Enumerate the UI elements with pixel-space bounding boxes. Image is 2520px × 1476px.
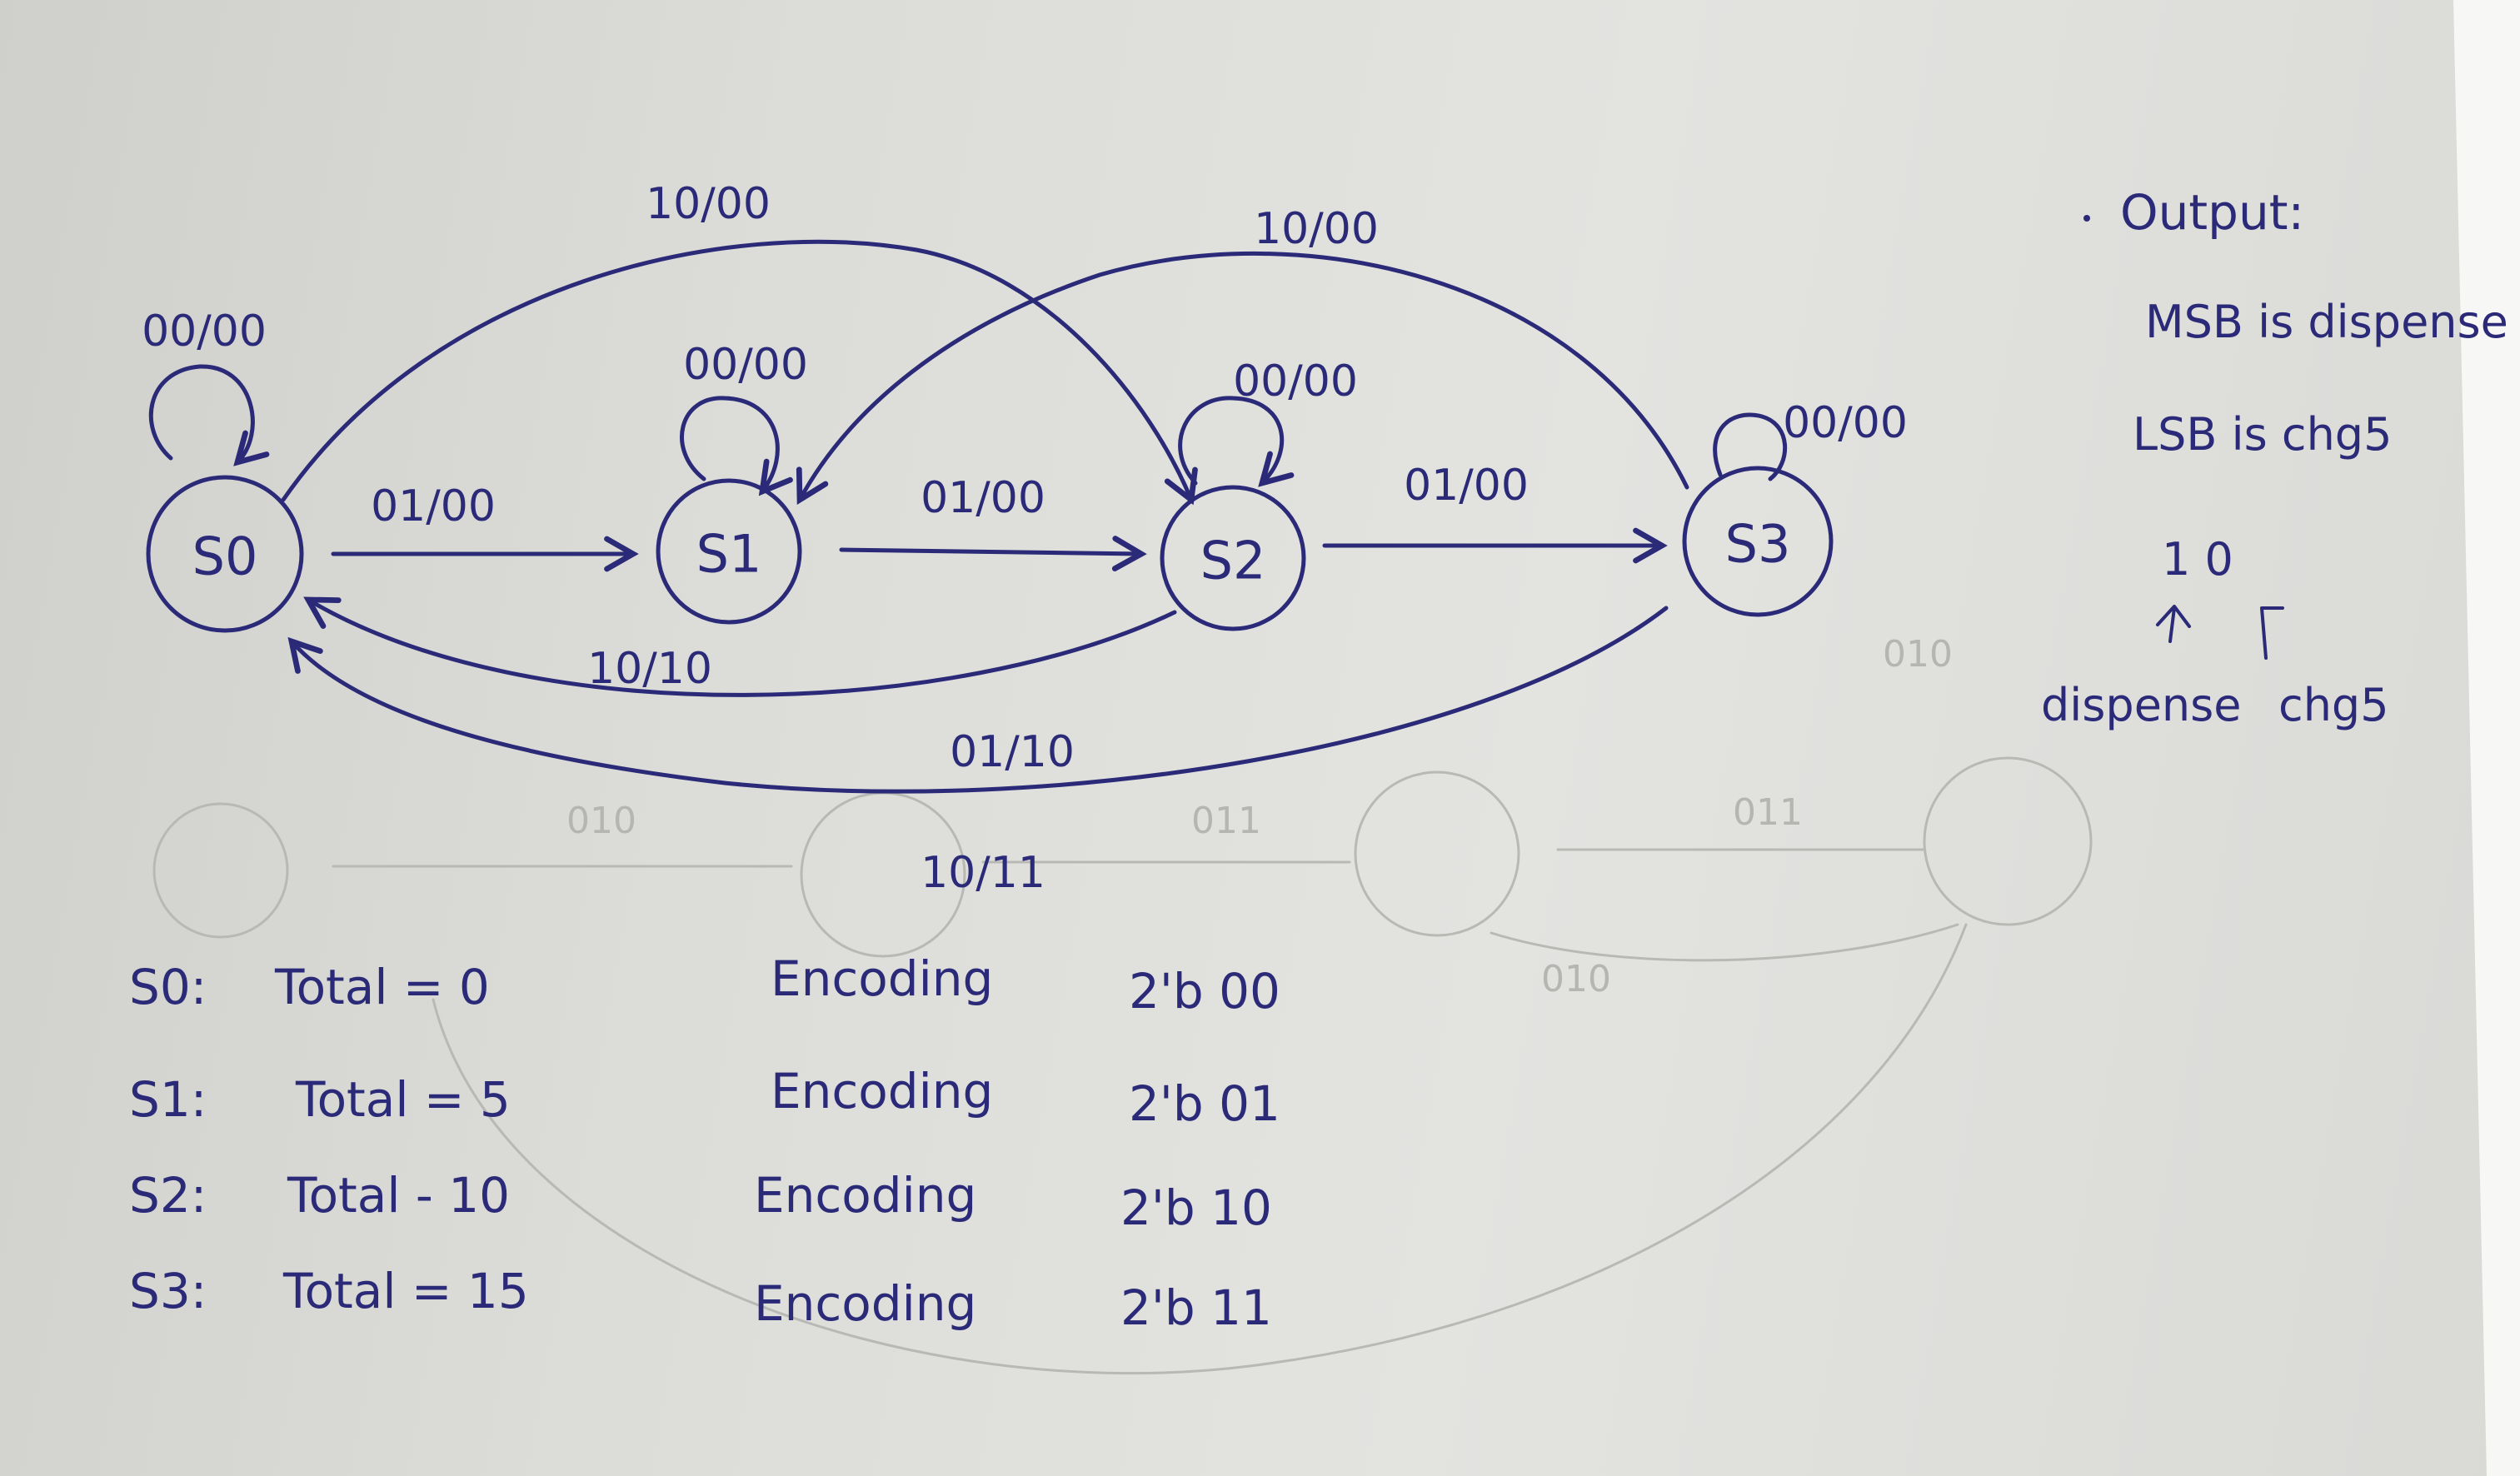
svg-text:010: 010	[1883, 633, 1953, 676]
svg-text:011: 011	[1733, 791, 1803, 834]
row-encoding-value: 2'b 00	[1129, 963, 1280, 1020]
edge-s0-s2	[281, 239, 1198, 506]
bits-label: 1 0	[2162, 533, 2233, 586]
edge-s3-s1	[796, 251, 1689, 505]
encoding-table: S0: Total = 0 Encoding 2'b 00 S1: Total …	[129, 950, 1280, 1336]
edge-label: 01/00	[1404, 461, 1529, 511]
state-label: S3	[1725, 514, 1791, 575]
dispense-label: dispense	[2041, 679, 2242, 731]
row-total: Total = 0	[274, 959, 490, 1015]
transition-edges	[149, 239, 1788, 794]
row-encoding-value: 2'b 01	[1129, 1075, 1280, 1132]
self-loop-s2	[1178, 396, 1295, 487]
svg-text:011: 011	[1191, 800, 1261, 842]
encoding-row-s0: S0: Total = 0 Encoding 2'b 00	[129, 950, 1280, 1020]
row-state: S1:	[129, 1071, 207, 1128]
bullet-dot	[2083, 215, 2090, 222]
page-edge	[2453, 0, 2520, 1476]
chg5-label: chg5	[2278, 679, 2389, 731]
state-s1: S1	[656, 478, 802, 625]
svg-text:010: 010	[566, 800, 636, 842]
lsb-line: LSB is chg5	[2133, 408, 2392, 461]
edge-s1-s2	[839, 536, 1147, 571]
row-encoding-value: 2'b 10	[1120, 1179, 1272, 1236]
state-label: S2	[1200, 531, 1266, 591]
row-encoding-label: Encoding	[754, 1167, 976, 1224]
self-loop-s3	[1713, 412, 1788, 481]
edge-label: 00/00	[1233, 357, 1358, 406]
edge-s2-s0	[303, 596, 1177, 697]
row-total: Total = 15	[282, 1263, 529, 1319]
self-loop-s1	[680, 396, 793, 496]
edge-label: 00/00	[1783, 398, 1908, 448]
edge-label: 10/10	[587, 644, 712, 694]
row-encoding-label: Encoding	[754, 1275, 976, 1332]
row-encoding-label: Encoding	[771, 1063, 993, 1119]
row-state: S2:	[129, 1167, 207, 1224]
edge-label: 00/00	[683, 340, 808, 390]
encoding-row-s3: S3: Total = 15 Encoding 2'b 11	[129, 1263, 1272, 1336]
row-state: S3:	[129, 1263, 207, 1319]
row-encoding-label: Encoding	[771, 950, 993, 1007]
encoding-row-s2: S2: Total - 10 Encoding 2'b 10	[129, 1167, 1272, 1236]
msb-line: MSB is dispense	[2145, 296, 2508, 348]
state-s0: S0	[146, 475, 304, 633]
bleed-through-marks: 010 011 010 010 011	[152, 633, 2093, 1375]
edge-s3-s0	[287, 606, 1669, 794]
self-loop-s0	[149, 364, 270, 466]
edge-label: 10/11	[921, 848, 1045, 898]
row-encoding-value: 2'b 11	[1120, 1279, 1272, 1336]
row-state: S0:	[129, 959, 207, 1015]
arrow-to-bit0	[2260, 606, 2284, 660]
output-title: Output:	[2120, 184, 2304, 241]
encoding-row-s1: S1: Total = 5 Encoding 2'b 01	[129, 1063, 1280, 1132]
svg-text:010: 010	[1541, 958, 1611, 1000]
edge-label: 10/00	[646, 179, 771, 229]
arrow-to-bit1	[2156, 605, 2191, 643]
transition-labels: 00/00 00/00 00/00 00/00 01/00 01/00 01/0…	[142, 179, 1908, 898]
edge-label: 01/00	[371, 481, 496, 531]
state-label: S0	[192, 526, 258, 587]
state-label: S1	[696, 524, 762, 585]
state-s2: S2	[1160, 485, 1306, 631]
row-total: Total - 10	[287, 1167, 510, 1224]
edge-label: 10/00	[1254, 204, 1379, 254]
output-note: Output: MSB is dispense LSB is chg5 1 0 …	[2041, 184, 2508, 731]
edge-label: 00/00	[142, 307, 267, 357]
state-s3: S3	[1682, 466, 1834, 617]
edge-label: 01/10	[950, 727, 1075, 777]
edge-label: 01/00	[921, 473, 1045, 523]
row-total: Total = 5	[295, 1071, 511, 1128]
